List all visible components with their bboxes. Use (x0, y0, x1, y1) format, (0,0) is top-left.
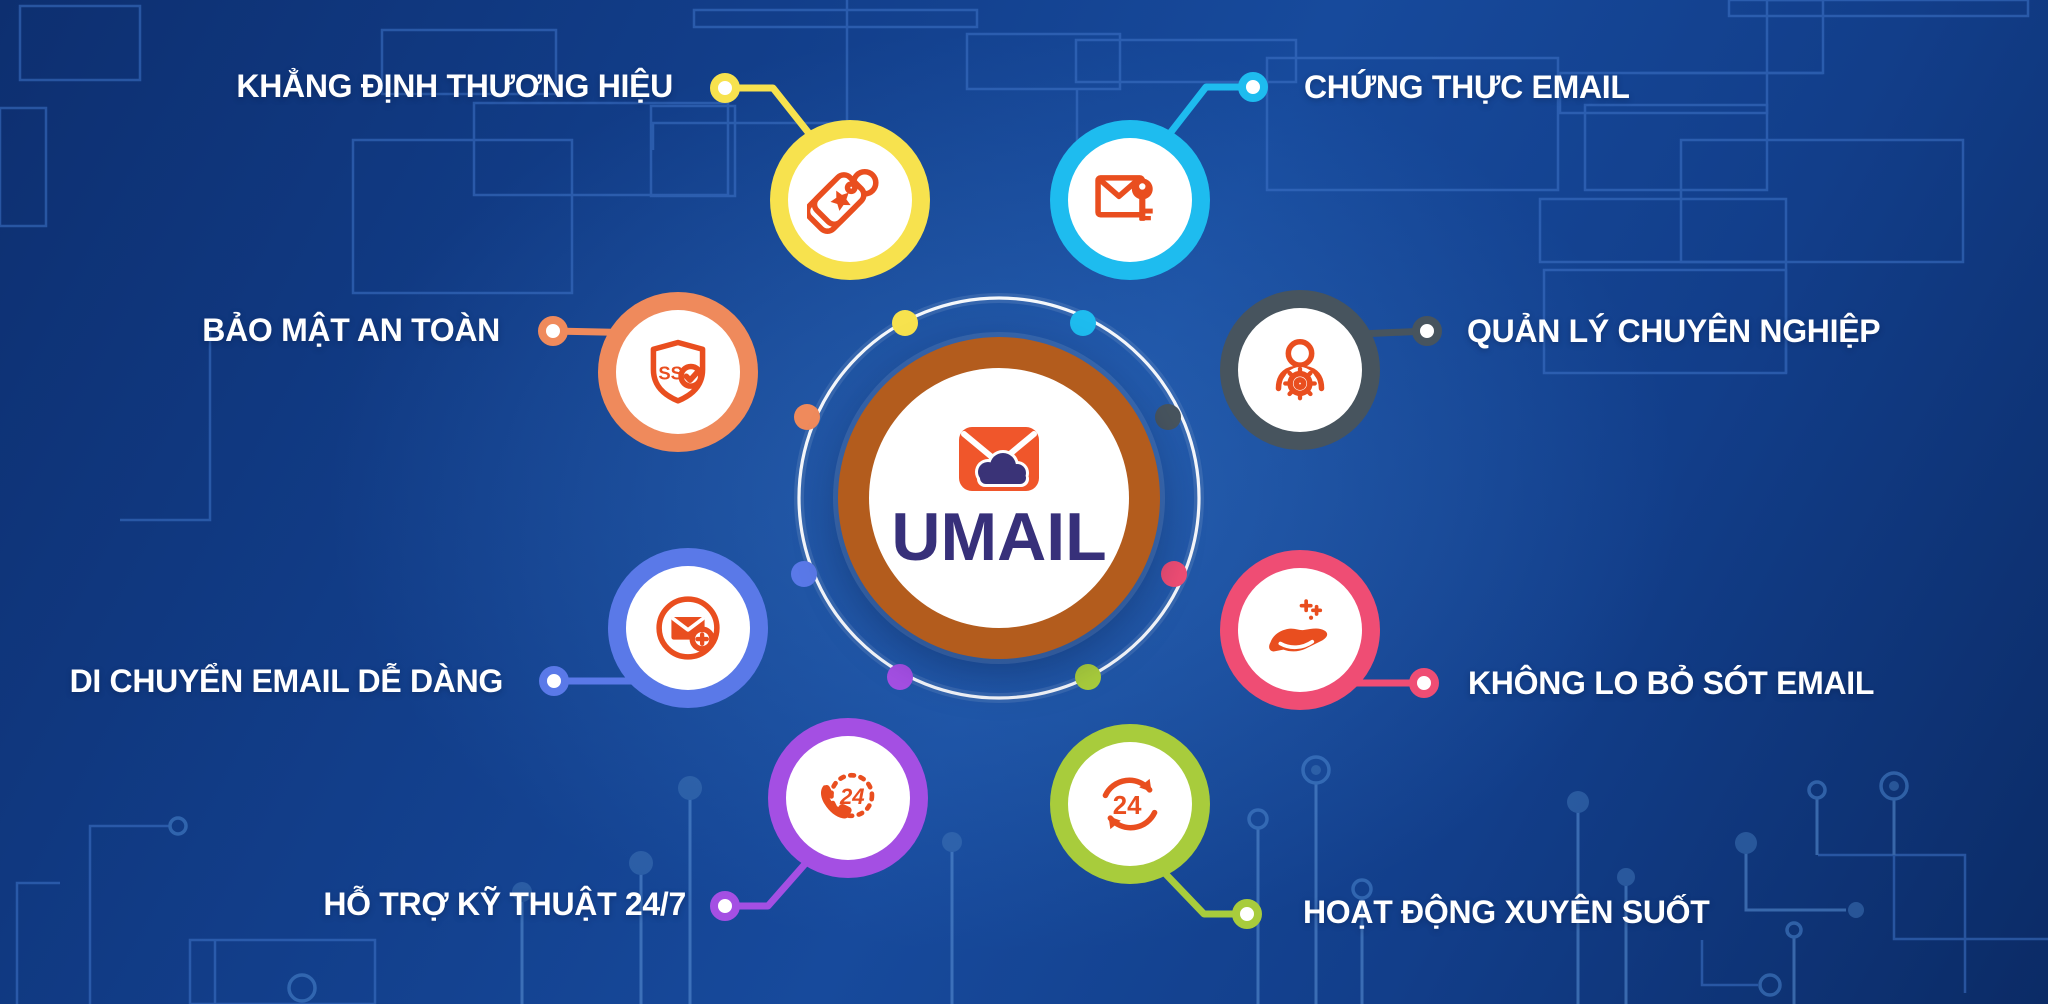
connector-dot-uptime (1232, 899, 1262, 929)
ssl-shield-icon: SSL (650, 339, 706, 404)
center-circle: UMAIL (838, 337, 1160, 659)
feature-circle-admin (1220, 290, 1380, 450)
feature-circle-support: 24 (768, 718, 928, 878)
cycle-24-icon: 24 (1102, 777, 1158, 831)
hand-care-icon (1269, 599, 1328, 652)
feature-circle-brand (770, 120, 930, 280)
umail-wordmark: UMAIL (891, 499, 1107, 575)
center-circle-inner: UMAIL (869, 368, 1129, 628)
feature-label-inbox: KHÔNG LO BỎ SÓT EMAIL (1468, 665, 1875, 701)
connector-dot-auth (1238, 72, 1268, 102)
feature-circle-ssl: SSL (598, 292, 758, 452)
umail-logo-icon (959, 427, 1039, 491)
orbit-dot-brand (892, 310, 918, 336)
uptime-24-text: 24 (1113, 792, 1142, 820)
orbit-dot-ssl (794, 404, 820, 430)
connector-dot-inbox (1409, 668, 1439, 698)
circuit-pins (168, 755, 1909, 1004)
feature-label-move: DI CHUYỂN EMAIL DỄ DÀNG (69, 663, 504, 699)
connector-dot-admin (1412, 316, 1442, 346)
feature-circle-uptime: 24 (1050, 724, 1210, 884)
email-plus-icon (656, 596, 720, 660)
connector-dot-move (539, 666, 569, 696)
orbit-dot-support (887, 664, 913, 690)
feature-label-brand: KHẲNG ĐỊNH THƯƠNG HIỆU (236, 68, 673, 104)
feature-label-admin: QUẢN LÝ CHUYÊN NGHIỆP (1467, 313, 1881, 349)
connector-dot-ssl (538, 316, 568, 346)
feature-circle-auth (1050, 120, 1210, 280)
orbit-ring (797, 296, 1201, 700)
connector-dot-brand (710, 73, 740, 103)
user-gear-icon (1275, 338, 1325, 401)
orbit-dot-uptime (1075, 664, 1101, 690)
connector-dot-support (710, 891, 740, 921)
feature-circle-move (608, 548, 768, 708)
orbit-dot-inbox (1161, 561, 1187, 587)
feature-label-ssl: BẢO MẬT AN TOÀN (202, 312, 500, 348)
orbit-dot-admin (1155, 404, 1181, 430)
phone-24-icon: 24 (821, 772, 875, 819)
feature-label-support: HỖ TRỢ KỸ THUẬT 24/7 (323, 886, 686, 922)
feature-label-auth: CHỨNG THỰC EMAIL (1304, 69, 1630, 105)
logo-cloud (975, 450, 1029, 487)
brand-tag-icon (807, 168, 879, 234)
feature-label-uptime: HOẠT ĐỘNG XUYÊN SUỐT (1303, 894, 1710, 930)
email-key-icon (1095, 175, 1153, 221)
orbit-dot-move (791, 561, 817, 587)
feature-circle-inbox (1220, 550, 1380, 710)
orbit-dot-auth (1070, 310, 1096, 336)
